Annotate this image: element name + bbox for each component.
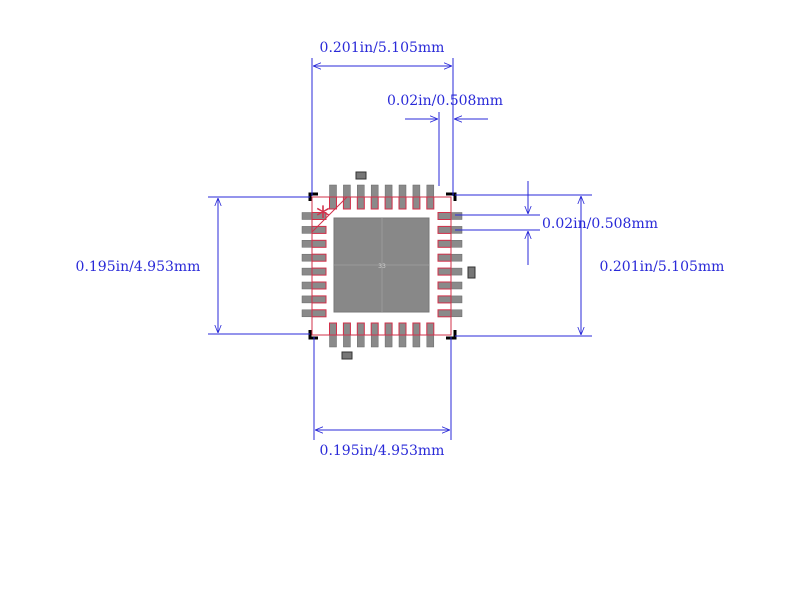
pad-right [437, 295, 463, 304]
dimension-pitch-top-label: 0.02in/0.508mm [387, 93, 503, 109]
pad-right [437, 239, 463, 248]
bottom-fiducial [341, 351, 353, 360]
thermal-pad: 33 [333, 217, 430, 313]
right-fiducial [467, 266, 476, 279]
pin1-marker: * [316, 200, 330, 233]
dimension-right-height-label: 0.201in/5.105mm [600, 259, 725, 275]
pad-right [437, 267, 463, 276]
dimension-left-height [208, 196, 310, 335]
dimension-top-width-label: 0.201in/5.105mm [320, 40, 445, 56]
pad-left [301, 239, 327, 248]
dimension-right-height [455, 194, 592, 337]
pad-right [437, 253, 463, 262]
body-outline [311, 196, 452, 336]
pads-right-column [437, 212, 463, 318]
dimension-bottom-width-label: 0.195in/4.953mm [320, 443, 445, 459]
pad-left [301, 281, 327, 290]
dimension-pitch-top [405, 112, 488, 186]
pad-right [437, 281, 463, 290]
dimension-bottom-width [313, 337, 452, 440]
pad-left [301, 295, 327, 304]
dimension-top-width [311, 58, 454, 196]
pad-left [301, 253, 327, 262]
dimension-left-height-label: 0.195in/4.953mm [76, 259, 201, 275]
qfn-footprint: 33 * [301, 171, 476, 360]
pad-right [437, 309, 463, 318]
pin1-diagonal [311, 196, 348, 233]
dimension-pitch-right [455, 181, 540, 265]
corner-marks [308, 192, 457, 340]
pad-right [437, 212, 463, 220]
pad-left [301, 267, 327, 276]
thermal-pad-label: 33 [378, 263, 386, 270]
pad-left [301, 309, 327, 318]
dimension-pitch-right-label: 0.02in/0.508mm [542, 216, 658, 232]
top-fiducial [355, 171, 367, 180]
